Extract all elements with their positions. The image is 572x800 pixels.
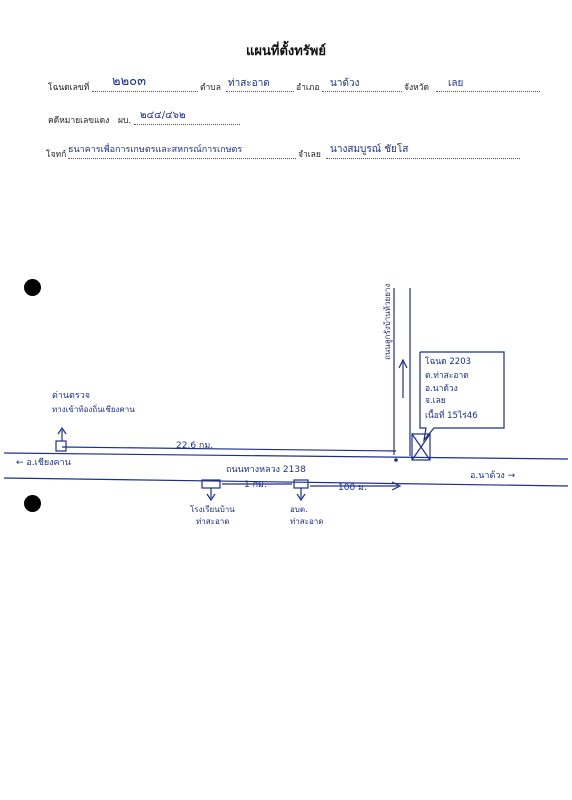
subdistrict-label: ตำบล	[200, 83, 221, 93]
school-label-1: โรงเรียนบ้าน	[190, 504, 235, 514]
parcel-box-line-5: เนื้อที่ 15ไร่46	[425, 409, 478, 421]
parcel-info-box	[419, 351, 505, 443]
defendant-label: จำเลย	[298, 150, 321, 160]
lower-distance-label-1: 1 กม.	[244, 480, 267, 490]
parcel-box-line-3: อ.นาด้วง	[425, 383, 458, 394]
case-label: คดีหมายเลขแดง	[48, 116, 110, 126]
to-left-label: ← อ.เชียงคาน	[16, 457, 71, 468]
case-value: ๒๔๔/๔๖๒	[140, 110, 186, 121]
tambon-office-marker	[293, 479, 309, 489]
subdistrict-line	[226, 91, 294, 92]
tambon-office-label-1: อบต.	[290, 505, 308, 514]
deed-line	[92, 91, 198, 92]
punch-hole-top	[24, 279, 41, 296]
to-right-label: อ.นาด้วง →	[470, 470, 516, 481]
upper-distance-line	[61, 446, 397, 452]
district-line	[322, 91, 402, 92]
lower-distance-arrowhead	[391, 481, 402, 491]
left-landmark-label-1: ด่านตรวจ	[52, 391, 90, 401]
district-value: นาด้วง	[330, 78, 360, 89]
province-label: จังหวัด	[404, 83, 430, 93]
left-landmark-label-2: ทางเข้าท้องถิ่นเชียงคาน	[52, 403, 135, 414]
page-title: แผนที่ตั้งทรัพย์	[246, 44, 326, 59]
left-landmark-marker	[55, 440, 67, 452]
case-prefix: ผบ.	[118, 116, 132, 126]
defendant-value: นางสมบูรณ์ ชัยโส	[330, 144, 409, 155]
parcel-cross-b	[411, 433, 431, 461]
school-label-2: ท่าสะอาด	[196, 517, 229, 526]
case-line	[134, 124, 240, 125]
punch-hole-bottom	[24, 495, 41, 512]
junction-dot	[394, 458, 398, 462]
side-road-arrowhead	[398, 358, 408, 369]
side-road-label: ถนนลูกรังบ้านห้วยยาง	[383, 284, 393, 360]
plaintiff-label: โจทก์	[46, 150, 67, 160]
province-value: เลย	[448, 78, 464, 89]
deed-label: โฉนดเลขที่	[48, 83, 90, 93]
plaintiff-value: ธนาคารเพื่อการเกษตรและสหกรณ์การเกษตร	[68, 145, 243, 155]
lower-distance-label-2: 100 ม.	[338, 483, 367, 493]
tambon-office-label-2: ท่าสะอาด	[290, 517, 323, 526]
parcel-marker	[411, 433, 431, 461]
deed-value: ๒๒๐๓	[112, 74, 146, 89]
road-name-label: ถนนทางหลวง 2138	[226, 465, 306, 475]
defendant-line	[326, 158, 520, 159]
parcel-box-line-2: ต.ท่าสะอาด	[425, 371, 469, 381]
district-label: อำเภอ	[296, 83, 320, 93]
left-landmark-arrowhead	[57, 426, 67, 435]
road-top-edge	[3, 452, 569, 460]
road-bottom-edge	[3, 477, 569, 487]
parcel-box-line-4: จ.เลย	[425, 396, 446, 406]
school-arrowhead	[206, 493, 216, 502]
subdistrict-value: ท่าสะอาด	[228, 78, 270, 89]
plaintiff-line	[68, 158, 296, 159]
tambon-office-arrowhead	[296, 493, 306, 502]
parcel-box-line-1: โฉนด 2203	[425, 356, 471, 367]
province-line	[436, 91, 540, 92]
upper-distance-label: 22.6 กม.	[176, 441, 213, 451]
